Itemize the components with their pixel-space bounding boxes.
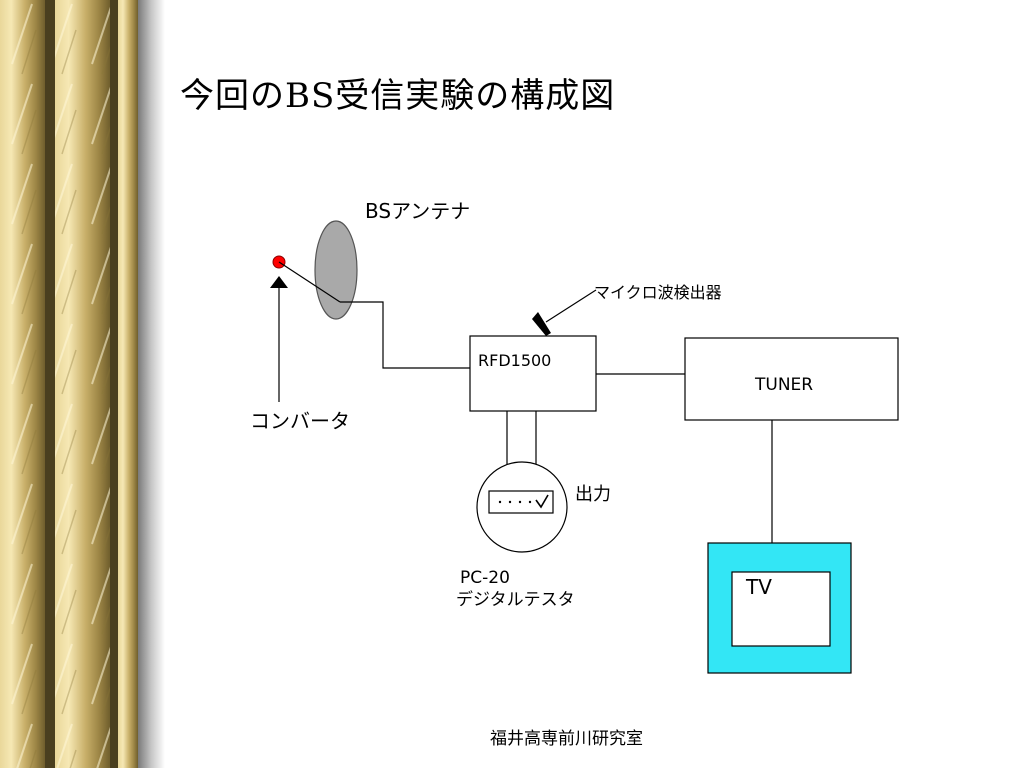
microwave-detector-icon bbox=[532, 312, 551, 336]
converter-mount-triangle bbox=[270, 276, 288, 288]
microwave-detector-label: マイクロ波検出器 bbox=[594, 283, 722, 302]
tuner-box bbox=[684, 337, 899, 421]
tv-label: TV bbox=[745, 575, 772, 599]
tester-model-label: PC-20 bbox=[460, 568, 510, 588]
display-dot bbox=[508, 500, 512, 504]
tester-name-label: デジタルテスタ bbox=[456, 589, 575, 610]
converter-label: コンバータ bbox=[250, 409, 350, 433]
slide-title: 今回のBS受信実験の構成図 bbox=[180, 76, 616, 116]
antenna-cable bbox=[340, 301, 470, 369]
antenna-label: BSアンテナ bbox=[365, 199, 470, 223]
footer-text: 福井高専前川研究室 bbox=[490, 729, 643, 749]
feed-arm bbox=[278, 261, 341, 303]
detector-leader-line bbox=[545, 289, 597, 323]
output-label: 出力 bbox=[575, 484, 611, 505]
display-dot bbox=[528, 500, 532, 504]
checkmark-icon bbox=[535, 494, 549, 509]
tv-screen bbox=[731, 571, 831, 647]
display-dot bbox=[518, 500, 522, 504]
rfd1500-label: RFD1500 bbox=[478, 351, 551, 370]
rfd1500-box bbox=[469, 335, 597, 412]
decorative-sidebar bbox=[0, 0, 165, 768]
antenna-dish bbox=[314, 220, 358, 320]
display-dot bbox=[498, 500, 502, 504]
tuner-label: TUNER bbox=[754, 375, 813, 395]
